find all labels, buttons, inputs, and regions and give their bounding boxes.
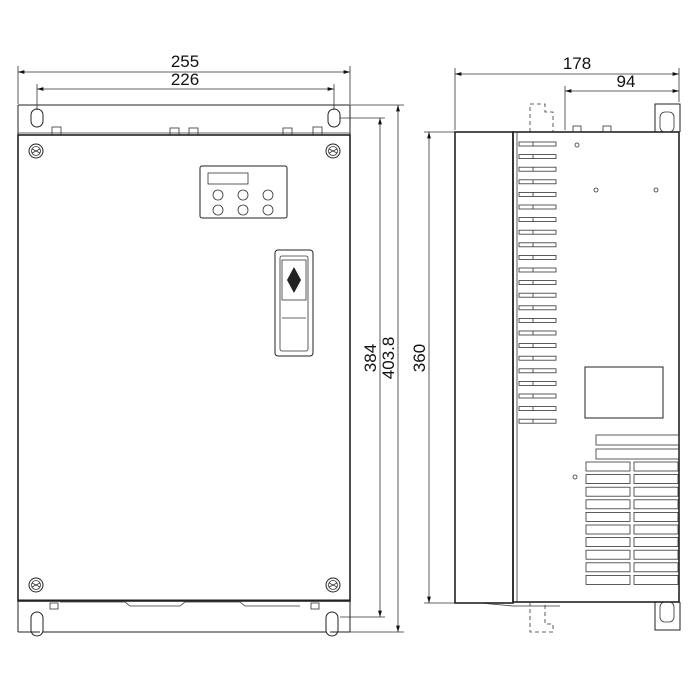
vent-slot — [518, 204, 557, 210]
vent-slot — [518, 217, 557, 223]
vent-slot — [585, 537, 631, 547]
side-hole — [572, 474, 578, 480]
side-hole — [593, 187, 599, 193]
top-dashed-tab — [529, 103, 554, 132]
keypad-button — [237, 204, 249, 216]
bottom-bracket — [654, 602, 681, 631]
vent-slot — [518, 154, 557, 160]
side-body — [512, 131, 680, 603]
vent-slot — [585, 512, 631, 522]
top-edge-tabs — [51, 126, 323, 136]
keypad-display — [207, 172, 249, 185]
side-label-plate — [584, 366, 664, 419]
side-view — [454, 103, 681, 633]
vent-slot — [518, 292, 557, 298]
vent-slot — [633, 486, 679, 497]
keypad-button — [212, 204, 224, 216]
side-door-panel — [454, 131, 514, 604]
screw-icon — [325, 143, 341, 159]
keypad-button — [237, 189, 249, 201]
vent-slot — [518, 280, 557, 286]
top-bracket — [654, 103, 681, 132]
vent-slot — [518, 355, 557, 361]
upper-vent-slots — [518, 141, 557, 424]
dim-side-height: 360 — [410, 344, 429, 372]
screw-icon — [28, 143, 44, 159]
keypad-button — [212, 189, 224, 201]
vent-slot — [518, 393, 557, 399]
screw-icon — [28, 577, 44, 593]
vent-slot — [518, 368, 557, 374]
vent-slot — [518, 166, 557, 172]
front-body — [17, 134, 351, 602]
dim-overall-width: 255 — [171, 52, 199, 71]
keypad-button — [262, 189, 274, 201]
bottom-dashed-tab — [529, 602, 554, 633]
dim-hole-spacing-width: 226 — [171, 70, 199, 89]
dim-side-offset: 94 — [617, 72, 636, 91]
vent-slot — [518, 330, 557, 336]
vent-slot — [585, 486, 631, 497]
vent-slot — [518, 418, 557, 424]
side-hole — [653, 187, 659, 193]
front-view — [17, 104, 351, 637]
vent-slot — [585, 549, 631, 560]
vent-slot — [518, 179, 557, 185]
vent-slot — [595, 448, 680, 460]
vent-slot — [633, 537, 679, 547]
top-right-mounting-hole — [327, 108, 341, 128]
vent-slot — [585, 575, 631, 585]
vent-slot — [518, 343, 557, 349]
vent-slot — [633, 524, 679, 535]
vent-slot — [518, 141, 557, 147]
vent-slot — [518, 305, 557, 311]
vent-slot — [633, 512, 679, 522]
dim-hole-spacing-height: 384 — [361, 344, 380, 372]
dim-depth: 178 — [563, 54, 591, 73]
vent-slot — [518, 267, 557, 273]
keypad — [199, 165, 288, 219]
bottom-right-mounting-hole — [325, 611, 339, 637]
vent-slot — [585, 474, 631, 485]
dim-overall-height: 403.8 — [379, 337, 398, 380]
top-left-mounting-hole — [30, 108, 44, 128]
front-bottom-plate — [17, 601, 351, 637]
vent-slot — [633, 461, 679, 472]
vent-slot — [518, 254, 557, 260]
side-hole — [574, 142, 580, 148]
vent-slot — [633, 549, 679, 560]
vent-slot — [585, 562, 631, 573]
vent-slot — [585, 499, 631, 510]
dimension-lines: 255 226 178 94 384 403.8 360 — [17, 52, 680, 633]
lower-vent-grid — [585, 434, 680, 585]
front-mounting-plate — [17, 104, 351, 601]
vent-slot — [518, 317, 557, 323]
vent-slot — [518, 406, 557, 412]
vent-slot — [633, 562, 679, 573]
vent-slot — [633, 499, 679, 510]
vent-slot — [633, 474, 679, 485]
vent-slot — [633, 575, 679, 585]
vent-slot — [518, 242, 557, 248]
vent-slot — [518, 191, 557, 197]
vent-slot — [518, 229, 557, 235]
vent-slot — [518, 380, 557, 386]
keypad-button — [262, 204, 274, 216]
vent-slot — [585, 524, 631, 535]
bottom-left-mounting-hole — [30, 611, 44, 637]
screw-icon — [325, 577, 341, 593]
handle-arrow-icon — [287, 267, 301, 293]
vent-slot — [595, 434, 680, 446]
vent-slot — [585, 461, 631, 472]
door-handle — [274, 249, 314, 357]
